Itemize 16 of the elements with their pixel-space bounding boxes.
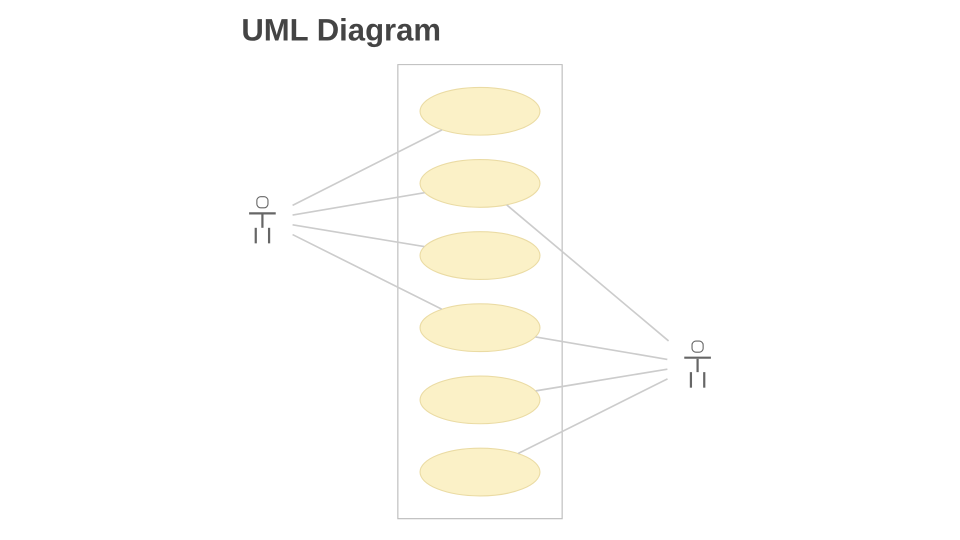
connector (518, 378, 668, 454)
connector (506, 204, 670, 342)
connector (292, 234, 442, 310)
connector (292, 192, 425, 216)
connector (536, 368, 668, 392)
connector (292, 224, 424, 248)
node-ellipse (420, 303, 540, 352)
cluster (397, 64, 563, 520)
node-ellipse (420, 86, 540, 136)
connector (535, 336, 668, 360)
node-ellipse (420, 448, 540, 496)
node-ellipse (420, 375, 540, 424)
node-ellipse (420, 158, 540, 208)
diagram-title: UML Diagram (241, 12, 442, 48)
connector (292, 129, 442, 206)
node-ellipse (420, 231, 540, 280)
